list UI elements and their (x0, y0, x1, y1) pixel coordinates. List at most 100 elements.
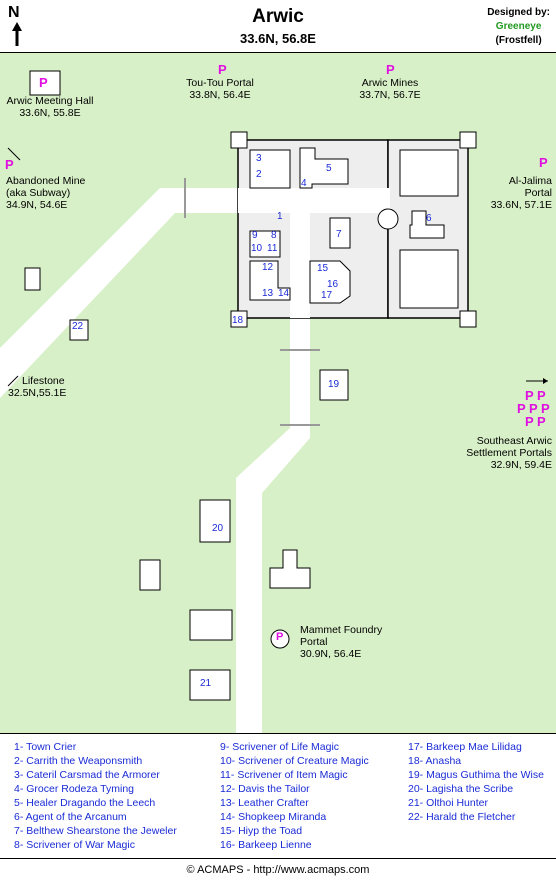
mines-label: Arwic Mines 33.7N, 56.7E (340, 77, 440, 101)
building-number[interactable]: 9 (252, 230, 258, 241)
fountain (377, 208, 399, 230)
map-header: N Arwic 33.6N, 56.8E Designed by: Greene… (0, 0, 556, 53)
building-number[interactable]: 1 (277, 211, 283, 222)
building-number[interactable]: 15 (317, 263, 329, 274)
legend-item: 20- Lagisha the Scribe (408, 783, 514, 795)
building-number[interactable]: 4 (301, 178, 307, 189)
building-small (139, 559, 161, 591)
arrowhead-southeast (543, 378, 548, 384)
southeast-portal-icon[interactable]: P (537, 388, 546, 403)
arrow-abandoned (7, 147, 21, 161)
mines-portal-icon[interactable]: P (386, 62, 395, 77)
building-number[interactable]: 11 (267, 243, 278, 254)
building-number[interactable]: 13 (262, 288, 274, 299)
building-number[interactable]: 10 (251, 243, 263, 254)
aljalima-line1: Al-Jalima (508, 175, 552, 187)
building-number[interactable]: 2 (256, 169, 262, 180)
legend-item: 9- Scrivener of Life Magic (220, 741, 340, 753)
building-number[interactable]: 3 (256, 153, 262, 164)
legend-item: 17- Barkeep Mae Lilidag (408, 741, 522, 753)
building-number[interactable]: 7 (336, 229, 342, 240)
legend-item: 14- Shopkeep Miranda (220, 811, 327, 823)
legend-item: 6- Agent of the Arcanum (14, 811, 127, 823)
building-4-5 (299, 147, 349, 189)
building-number[interactable]: 14 (278, 288, 290, 299)
meeting-hall-name: Arwic Meeting Hall (6, 95, 94, 107)
tower-nw (230, 131, 248, 149)
southeast-portal-icon[interactable]: P (517, 401, 526, 416)
southeast-line2: Settlement Portals (466, 447, 552, 459)
mammet-label: Mammet Foundry Portal 30.9N, 56.4E (300, 624, 382, 660)
aljalima-portal-icon[interactable]: P (539, 155, 548, 170)
legend-item: 7- Belthew Shearstone the Jeweler (14, 825, 177, 837)
legend-item: 21- Olthoi Hunter (408, 797, 488, 809)
meeting-hall-portal-icon[interactable]: P (39, 75, 48, 90)
mammet-portal-icon[interactable]: P (276, 631, 284, 643)
map-drawing (0, 70, 548, 733)
building-number[interactable]: 19 (328, 379, 340, 390)
building-number[interactable]: 20 (212, 523, 224, 534)
legend-item: 13- Leather Crafter (220, 797, 309, 809)
meeting-hall-coords: 33.6N, 55.8E (19, 107, 81, 119)
building-west (24, 267, 41, 291)
designer-name: Greeneye (495, 21, 542, 32)
legend-item: 5- Healer Dragando the Leech (14, 797, 156, 809)
building-20 (199, 499, 231, 543)
abandoned-mine-portal-icon[interactable]: P (5, 157, 14, 172)
southeast-portal-icon[interactable]: P (537, 414, 546, 429)
east-building-south (399, 249, 459, 309)
mammet-line2: Portal (300, 636, 328, 648)
southeast-portal-icon[interactable]: P (525, 414, 534, 429)
building-south-1 (189, 609, 233, 641)
legend-item: 10- Scrivener of Creature Magic (220, 755, 369, 767)
building-number[interactable]: 12 (262, 262, 274, 273)
north-label: N (8, 4, 20, 21)
building-6 (409, 210, 445, 239)
building-number[interactable]: 17 (321, 290, 333, 301)
abandoned-mine-label: Abandoned Mine (aka Subway) 34.9N, 54.6E (6, 175, 85, 211)
toutou-name: Tou-Tou Portal (186, 77, 254, 89)
building-number[interactable]: 6 (426, 213, 432, 224)
legend: 1- Town Crier 2- Carrith the Weaponsmith… (0, 733, 556, 859)
legend-column-2: 9- Scrivener of Life Magic 10- Scrivener… (220, 740, 369, 852)
toutou-portal-icon[interactable]: P (218, 62, 227, 77)
building-number[interactable]: 18 (232, 315, 244, 326)
building-number[interactable]: 22 (72, 321, 84, 332)
legend-item: 3- Cateril Carsmad the Armorer (14, 769, 160, 781)
compound-road (238, 188, 390, 213)
legend-item: 22- Harald the Fletcher (408, 811, 516, 823)
road-southwest (236, 418, 310, 733)
aljalima-line2: Portal (524, 187, 552, 199)
tower-se (459, 310, 477, 328)
designed-by-label: Designed by: (487, 7, 550, 18)
aljalima-coords: 33.6N, 57.1E (490, 199, 552, 211)
legend-item: 12- Davis the Tailor (220, 783, 310, 795)
abandoned-line1: Abandoned Mine (6, 175, 86, 187)
southeast-coords: 32.9N, 59.4E (490, 459, 552, 471)
mines-coords: 33.7N, 56.7E (359, 89, 421, 101)
southeast-portal-icon[interactable]: P (541, 401, 550, 416)
building-2-3 (249, 149, 291, 189)
aljalima-label: Al-Jalima Portal 33.6N, 57.1E (491, 175, 552, 211)
legend-item: 8- Scrivener of War Magic (14, 839, 135, 851)
building-8-11 (249, 230, 281, 258)
building-21 (189, 669, 231, 701)
lifestone-coords: 32.5N,55.1E (8, 387, 67, 399)
southeast-portal-icon[interactable]: P (529, 401, 538, 416)
building-number[interactable]: 16 (327, 279, 339, 290)
building-22 (69, 319, 89, 341)
legend-item: 1- Town Crier (14, 741, 77, 753)
legend-item: 4- Grocer Rodeza Tyming (14, 783, 135, 795)
mines-name: Arwic Mines (361, 77, 419, 89)
abandoned-coords: 34.9N, 54.6E (6, 199, 68, 211)
building-number[interactable]: 21 (200, 678, 212, 689)
building-number[interactable]: 8 (271, 230, 277, 241)
building-number[interactable]: 5 (326, 163, 332, 174)
southeast-portal-icon[interactable]: P (525, 388, 534, 403)
legend-item: 2- Carrith the Weaponsmith (14, 755, 143, 767)
meeting-hall-label: Arwic Meeting Hall 33.6N, 55.8E (0, 95, 100, 119)
legend-item: 15- Hiyp the Toad (220, 825, 303, 837)
building-7 (329, 217, 351, 249)
footer-credit[interactable]: © ACMAPS - http://www.acmaps.com (186, 864, 370, 876)
town-map: P Arwic Meeting Hall 33.6N, 55.8E P Tou-… (0, 53, 556, 733)
